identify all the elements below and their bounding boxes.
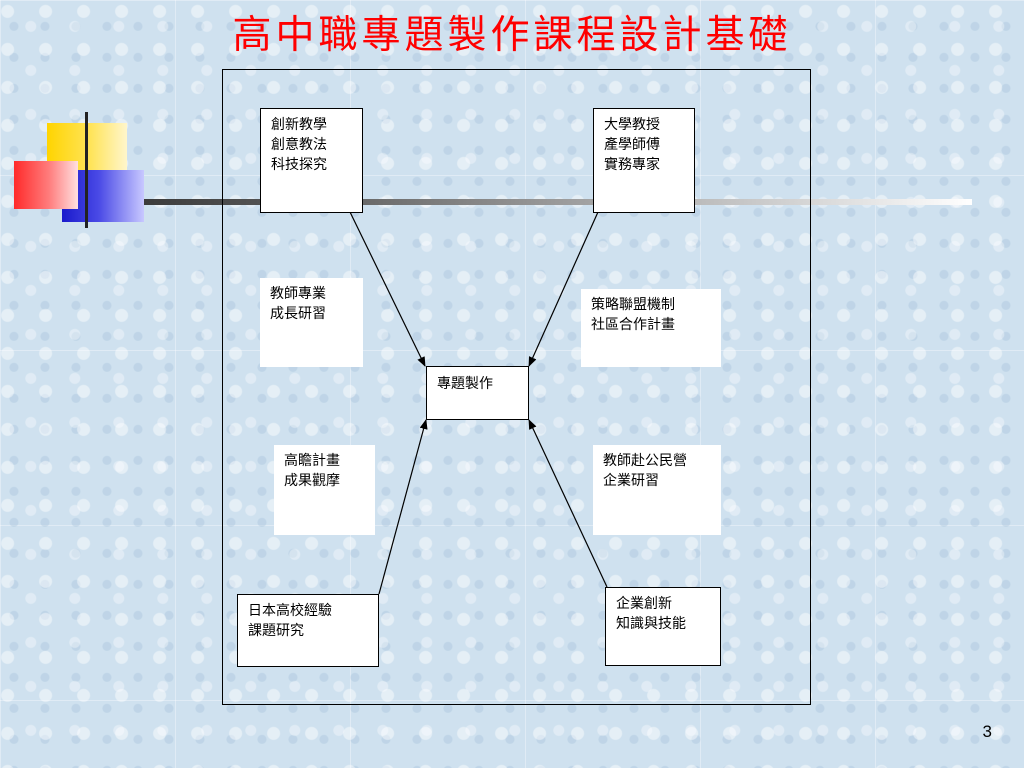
node-center-label: 專題製作 xyxy=(437,376,493,392)
label-mid-lower-left-line: 高瞻計畫 xyxy=(284,453,340,469)
node-top-right: 大學教授 產學師傅 實務專家 xyxy=(593,108,695,213)
page-number: 3 xyxy=(982,722,992,741)
label-mid-upper-left-line: 成長研習 xyxy=(270,306,326,322)
node-bottom-left-line: 課題研究 xyxy=(248,623,304,639)
label-mid-lower-right: 教師赴公民營 企業研習 xyxy=(593,445,721,535)
node-top-left-line: 科技探究 xyxy=(271,157,327,173)
node-bottom-left: 日本高校經驗 課題研究 xyxy=(237,594,379,667)
label-mid-lower-left: 高瞻計畫 成果觀摩 xyxy=(274,445,375,535)
red-square-decoration xyxy=(14,161,78,209)
node-bottom-right: 企業創新 知識與技能 xyxy=(605,587,721,666)
vertical-rule xyxy=(85,112,88,228)
node-bottom-right-line: 知識與技能 xyxy=(616,616,686,632)
label-mid-upper-left: 教師專業 成長研習 xyxy=(260,278,363,367)
label-mid-lower-right-line: 教師赴公民營 xyxy=(603,453,687,469)
label-mid-lower-left-line: 成果觀摩 xyxy=(284,473,340,489)
node-top-left: 創新教學 創意教法 科技探究 xyxy=(260,108,363,213)
label-mid-upper-right-line: 策略聯盟機制 xyxy=(591,297,675,313)
node-top-right-line: 大學教授 xyxy=(604,117,660,133)
label-mid-upper-right-line: 社區合作計畫 xyxy=(591,317,675,333)
node-bottom-right-line: 企業創新 xyxy=(616,596,672,612)
arrow-top-right-to-center xyxy=(528,211,599,367)
node-top-right-line: 產學師傅 xyxy=(604,137,660,153)
diagram-frame xyxy=(222,69,811,705)
node-top-left-line: 創意教法 xyxy=(271,137,327,153)
label-mid-upper-left-line: 教師專業 xyxy=(270,286,326,302)
arrow-bottom-left-to-center xyxy=(378,419,428,595)
horizontal-rule xyxy=(50,199,972,205)
arrow-top-left-to-center xyxy=(349,211,426,367)
label-mid-upper-right: 策略聯盟機制 社區合作計畫 xyxy=(581,289,721,367)
node-center: 專題製作 xyxy=(426,366,529,420)
node-top-left-line: 創新教學 xyxy=(271,117,327,133)
arrow-bottom-right-to-center xyxy=(528,419,608,588)
node-bottom-left-line: 日本高校經驗 xyxy=(248,603,332,619)
node-top-right-line: 實務專家 xyxy=(604,157,660,173)
label-mid-lower-right-line: 企業研習 xyxy=(603,473,659,489)
slide-title: 高中職專題製作課程設計基礎 xyxy=(232,13,792,58)
